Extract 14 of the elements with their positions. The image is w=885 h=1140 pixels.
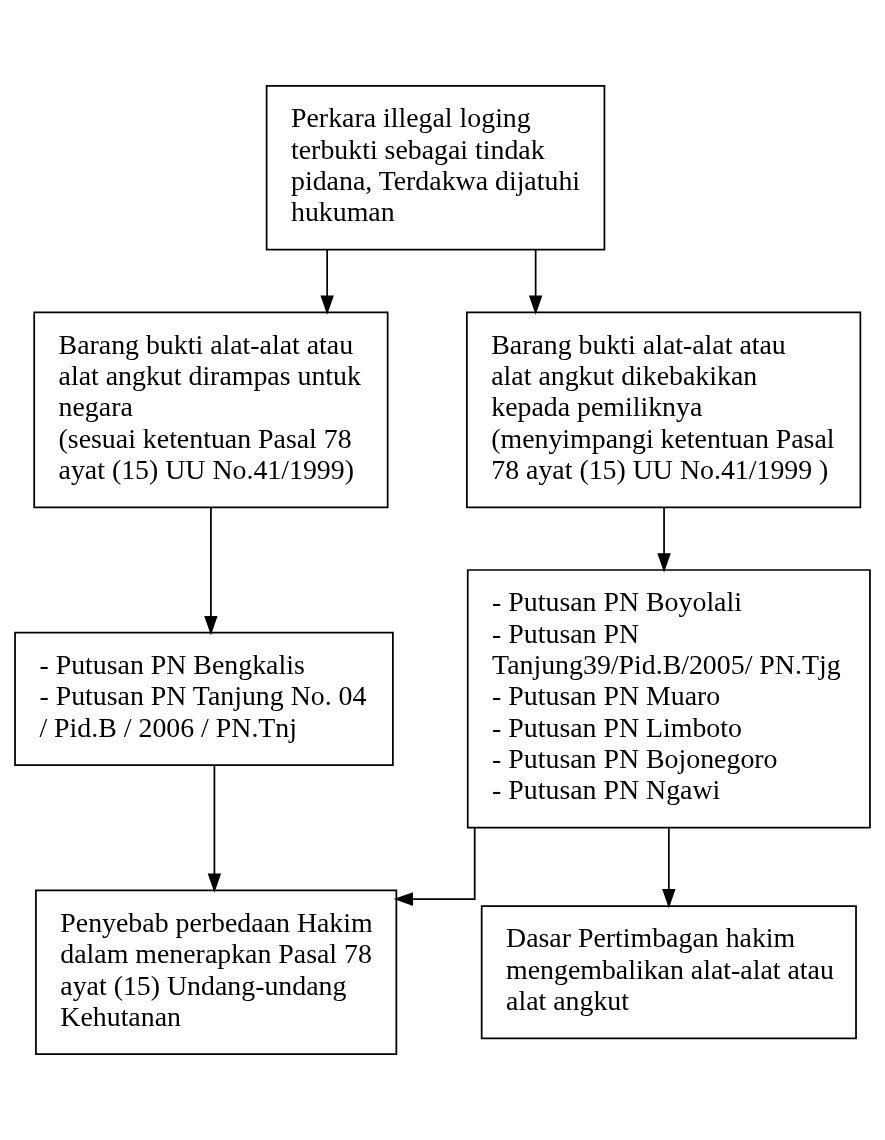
arrow: [320, 248, 334, 315]
node-box: - Putusan PN Bengkalis - Putusan PN Tanjung No. 04 / Pid.B / 2006 / PN.Tnj: [14, 631, 394, 766]
arrow: [207, 764, 222, 893]
arrow: [528, 248, 543, 315]
arrow: [204, 506, 218, 636]
arrow: [662, 827, 676, 909]
node-box: Penyebab perbedaan Hakim dalam menerapkan Pasal 78 ayat (15) Undang-undang Kehutanan: [35, 889, 398, 1055]
node-box: Perkara illegal loging terbukti sebagai tindak pidana, Terdakwa dijatuhi hukuman: [265, 85, 606, 251]
arrow: [657, 506, 671, 573]
node-box: Barang bukti alat-alat atau alat angkut dikebakikan kepada pemiliknya (menyimpangi ketentuan Pasal 78 ayat (15) UU No.41/1999 ): [466, 311, 862, 509]
node-box: Barang bukti alat-alat atau alat angkut dirampas untuk negara (sesuai ketentuan Pasal 78 ayat (15) UU No.41/1999): [33, 311, 389, 509]
arrow: [393, 827, 476, 906]
node-box: - Putusan PN Boyolali - Putusan PN Tanjung39/Pid.B/2005/ PN.Tjg - Putusan PN Muaro - Putusan PN Limboto - Putusan PN Bojonegoro - Putusan PN Ngawi: [466, 569, 871, 829]
node-box: Dasar Pertimbagan hakim mengembalikan alat-alat atau alat angkut: [480, 905, 857, 1040]
